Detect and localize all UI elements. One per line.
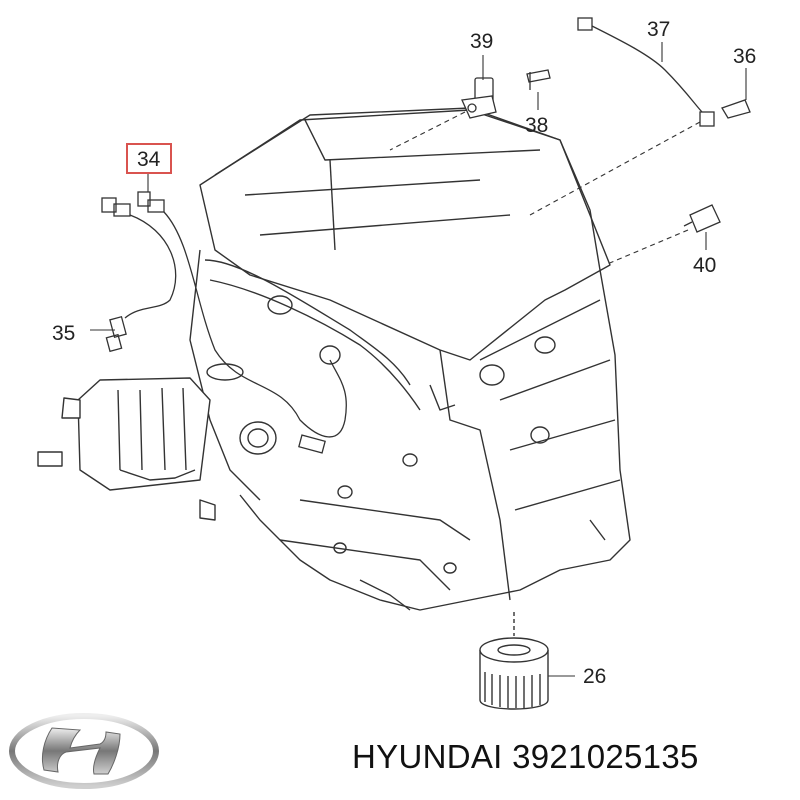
leader-lines: [90, 42, 747, 677]
oil-filter: [479, 612, 549, 710]
callout-40: 40: [693, 254, 716, 277]
temperature-sensor: [683, 204, 721, 233]
sensor-harness: [577, 17, 751, 127]
brand-name: HYUNDAI: [352, 738, 503, 775]
callout-35: 35: [52, 322, 75, 345]
camshaft-sensor: [461, 69, 551, 119]
callout-34-highlight-box: [126, 143, 172, 174]
callout-37: 37: [647, 18, 670, 41]
exhaust-manifold: [37, 377, 216, 521]
part-number: 3921025135: [512, 738, 699, 775]
hyundai-logo-icon: [9, 713, 159, 789]
callout-39: 39: [470, 30, 493, 53]
callout-34: 34: [137, 148, 161, 171]
callout-38: 38: [525, 114, 548, 137]
oxygen-sensor-wiring: [101, 191, 347, 454]
engine-block: [189, 107, 631, 611]
callout-36: 36: [733, 45, 756, 68]
part-caption: HYUNDAI 3921025135: [352, 738, 699, 776]
callout-labels: 34 35 39 38 37 36 40 26: [52, 18, 756, 688]
callout-26: 26: [583, 665, 606, 688]
